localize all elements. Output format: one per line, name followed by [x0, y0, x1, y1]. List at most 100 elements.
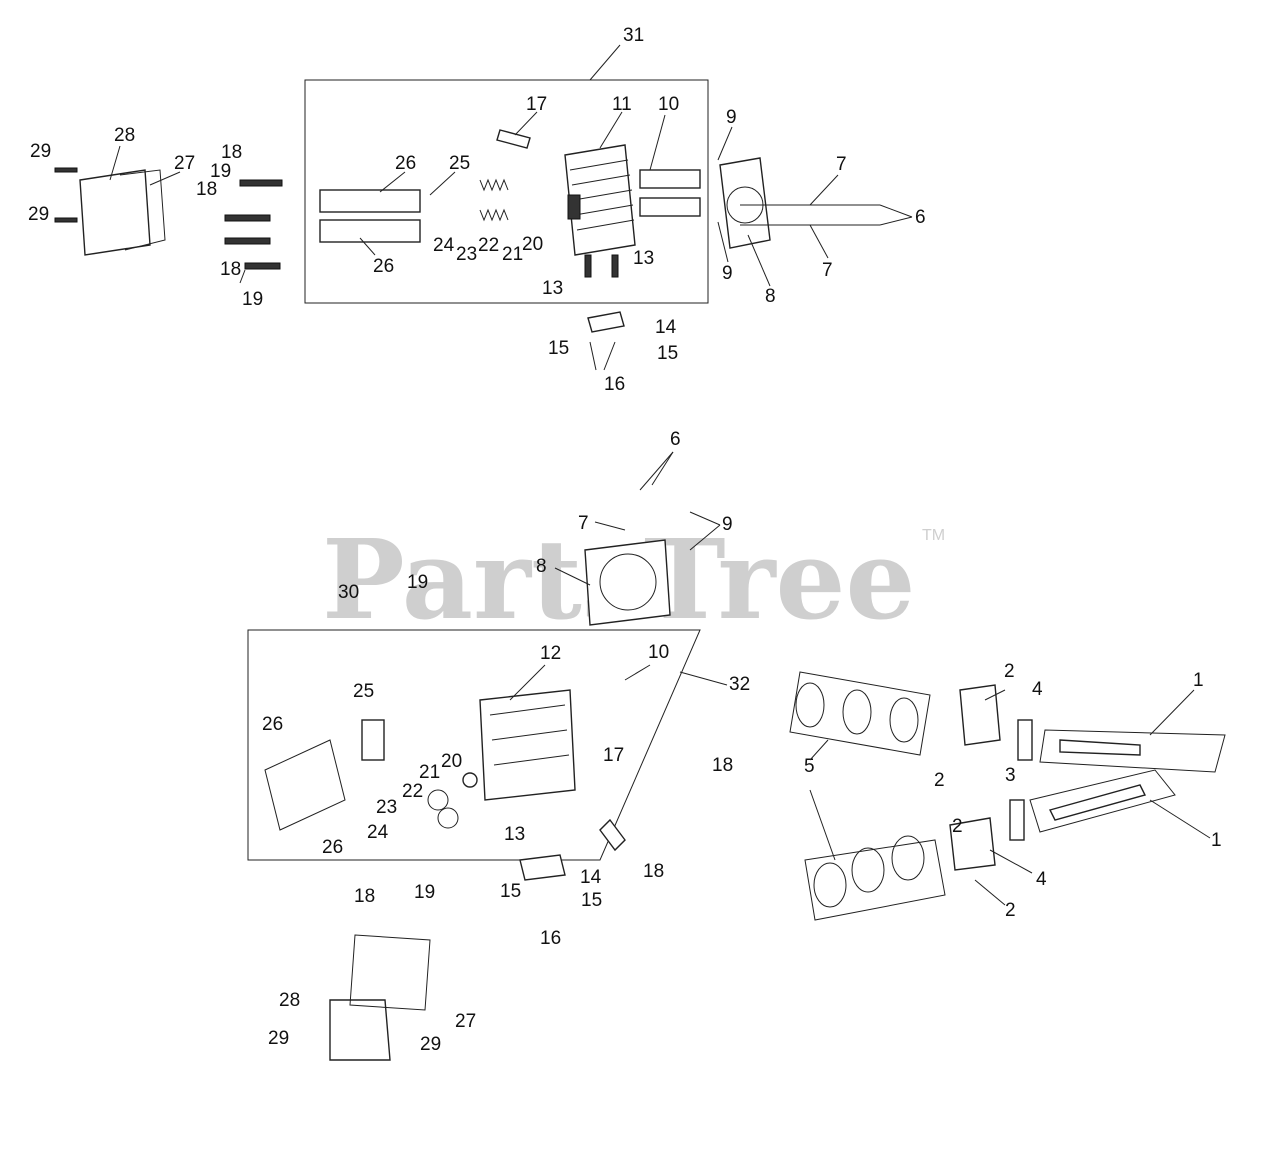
callout: 19: [242, 289, 263, 310]
spark-plug-bottom: [599, 818, 626, 852]
callout: 22: [402, 781, 423, 802]
callout: 10: [648, 642, 669, 663]
cylinder-head-kit-box-31: [304, 79, 709, 304]
valves-top: [639, 169, 701, 217]
spark-plug-top: [496, 129, 531, 149]
callout: 16: [604, 374, 625, 395]
callout: 6: [915, 207, 926, 228]
callout: 18: [354, 886, 375, 907]
rocker-arms-top: [319, 189, 421, 243]
callout: 4: [1036, 869, 1047, 890]
cylinder-head-top: [564, 144, 636, 256]
valve-springs-top: [479, 178, 509, 222]
callout: 2: [1004, 661, 1015, 682]
callout: 18: [196, 179, 217, 200]
bottom-left-assembly: [247, 539, 701, 1061]
callout: 18: [643, 861, 664, 882]
callout: 12: [540, 643, 561, 664]
callout: 26: [262, 714, 283, 735]
callout: 8: [536, 556, 547, 577]
watermark-tm: TM: [922, 527, 945, 544]
callout: 2: [934, 770, 945, 791]
callout: 13: [633, 248, 654, 269]
callout: 26: [395, 153, 416, 174]
callout: 13: [542, 278, 563, 299]
callout: 7: [578, 513, 589, 534]
callout: 11: [612, 94, 632, 115]
valve-cover-bottom: [329, 999, 391, 1061]
callout: 3: [1005, 765, 1016, 786]
leader-lines: [109, 111, 1211, 906]
callout: 28: [279, 990, 300, 1011]
callout: 6: [670, 429, 681, 450]
callout: 10: [658, 94, 679, 115]
callouts-bottom: 6 7 9 8 30 19 12 10 32 25 26 20 21 22 23…: [262, 429, 1222, 1055]
cylinder-head-kit-box-32: [247, 629, 701, 861]
callout: 27: [174, 153, 195, 174]
callout: 22: [478, 235, 499, 256]
piston-top: [959, 684, 1001, 746]
valve-cover-top: [79, 169, 151, 256]
callout: 1: [1211, 830, 1222, 851]
callout: 17: [603, 745, 624, 766]
callout: 19: [414, 882, 435, 903]
callout: 21: [502, 244, 523, 265]
callout: 9: [722, 263, 733, 284]
callout: 26: [322, 837, 343, 858]
callout: 20: [522, 234, 543, 255]
piston-rings-box-top: [789, 671, 931, 756]
callout: 16: [540, 928, 561, 949]
callout: 29: [30, 141, 51, 162]
callout: 18: [712, 755, 733, 776]
callout: 19: [210, 161, 231, 182]
callout: 21: [419, 762, 440, 783]
top-assembly: [54, 44, 880, 333]
callout: 29: [420, 1034, 441, 1055]
callout: 25: [449, 153, 470, 174]
callout: 15: [581, 890, 602, 911]
callout: 2: [1005, 900, 1016, 921]
callout: 24: [433, 235, 455, 256]
callout: 14: [580, 867, 602, 888]
callout: 29: [28, 204, 49, 225]
callout: 2: [952, 816, 963, 837]
callout: 5: [804, 756, 815, 777]
head-gasket-bottom: [584, 539, 671, 626]
callout: 23: [456, 244, 477, 265]
piston-bottom: [949, 817, 996, 871]
callout: 9: [726, 107, 737, 128]
piston-rings-box-bottom: [804, 839, 946, 921]
callout: 29: [268, 1028, 289, 1049]
callout: 18: [220, 259, 241, 280]
callout: 15: [500, 881, 521, 902]
callout: 17: [526, 94, 547, 115]
callout: 15: [657, 343, 678, 364]
callout: 27: [455, 1011, 476, 1032]
bolts-top: [54, 167, 283, 270]
callout: 26: [373, 256, 394, 277]
callout: 1: [1193, 670, 1204, 691]
callout: 23: [376, 797, 397, 818]
callout: 30: [338, 582, 359, 603]
rocker-arms-bottom: [264, 739, 346, 831]
callout: 14: [655, 317, 677, 338]
cylinder-head-bottom: [479, 689, 576, 801]
connecting-rod-box-top: [1039, 729, 1226, 773]
callout: 8: [765, 286, 776, 307]
callout: 25: [353, 681, 374, 702]
callout: 15: [548, 338, 569, 359]
callout: 18: [221, 142, 242, 163]
callout: 13: [504, 824, 525, 845]
callout: 31: [623, 25, 644, 46]
callouts-top: 31 17 11 10 9 7 6 7 8 9 26 25 26 24 23 2…: [28, 25, 926, 395]
callout: 19: [407, 572, 428, 593]
connecting-rod-box-bottom: [1029, 769, 1176, 833]
callout: 4: [1032, 679, 1043, 700]
exhaust-gasket-top: [587, 311, 625, 333]
callout: 9: [722, 514, 733, 535]
valve-springs-bottom: [427, 772, 478, 829]
callout: 7: [836, 154, 847, 175]
callout: 7: [822, 260, 833, 281]
callout: 32: [729, 674, 750, 695]
callout: 20: [441, 751, 462, 772]
